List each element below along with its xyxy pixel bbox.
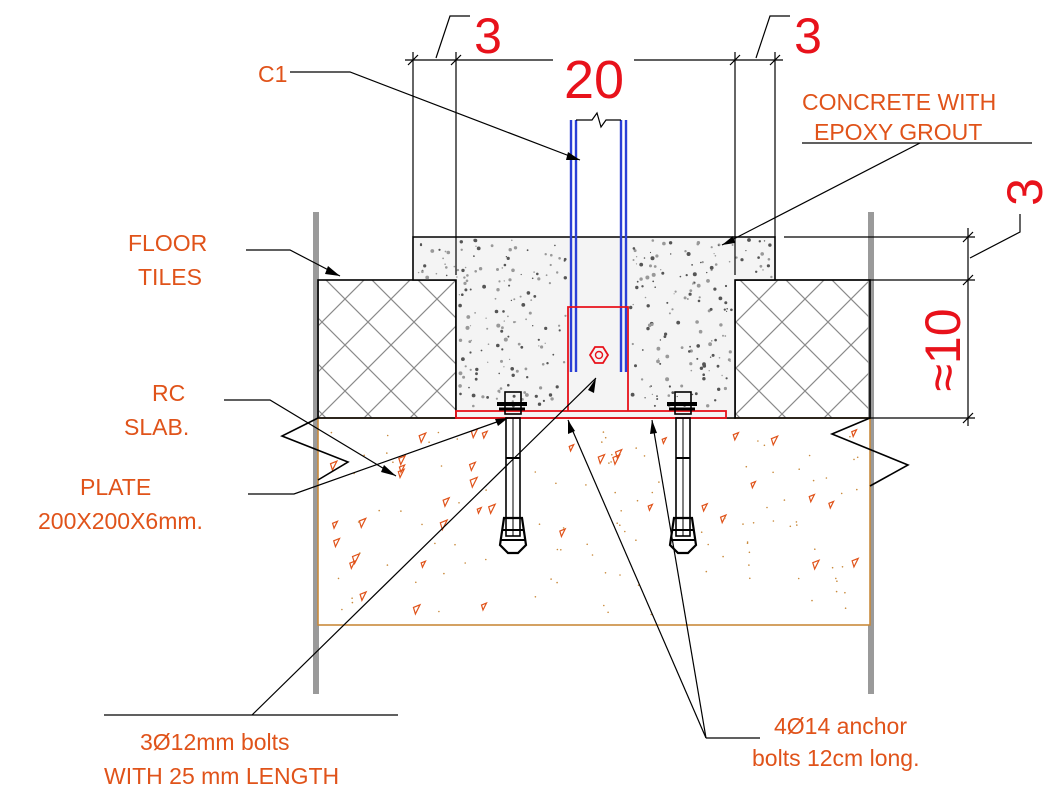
label-floor-line1: FLOOR [128,230,207,256]
label-c1: C1 [258,61,287,87]
dimension-tile-thickness: ≈10 [915,308,971,391]
anchor-bolt-right [667,391,698,555]
dimension-top-width: 20 [564,50,624,110]
label-rc-line1: RC [152,380,185,406]
dimension-right [735,214,1021,426]
label-plate-line1: PLATE [80,474,151,500]
epoxy-grout [412,236,776,419]
label-bolts-line1: 3Ø12mm bolts [140,729,290,755]
column-c1 [569,111,628,372]
leader-lines [104,71,1032,739]
slab-aggregate [329,427,860,616]
label-concrete-line1: CONCRETE WITH [802,89,996,115]
label-bolts-line2: WITH 25 mm LENGTH [104,763,339,789]
dimension-left-gap: 3 [474,8,502,64]
floor-tiles-left [317,279,457,419]
base-plate [455,306,727,419]
label-concrete-line2: EPOXY GROUT [814,119,982,145]
hex-nut-icon [588,346,610,364]
label-plate-line2: 200X200X6mm. [38,508,203,534]
anchor-bolt-left [497,391,528,555]
dimension-right-gap: 3 [794,8,822,64]
grout-aggregate [417,238,773,408]
floor-tiles-right [734,279,871,419]
label-rc-line2: SLAB. [124,414,189,440]
label-anchor-line2: bolts 12cm long. [752,745,919,771]
label-anchor-line1: 4Ø14 anchor [774,713,907,739]
dimension-top [405,15,790,275]
label-floor-line2: TILES [138,264,202,290]
dimension-grout-thickness: 3 [997,178,1053,206]
